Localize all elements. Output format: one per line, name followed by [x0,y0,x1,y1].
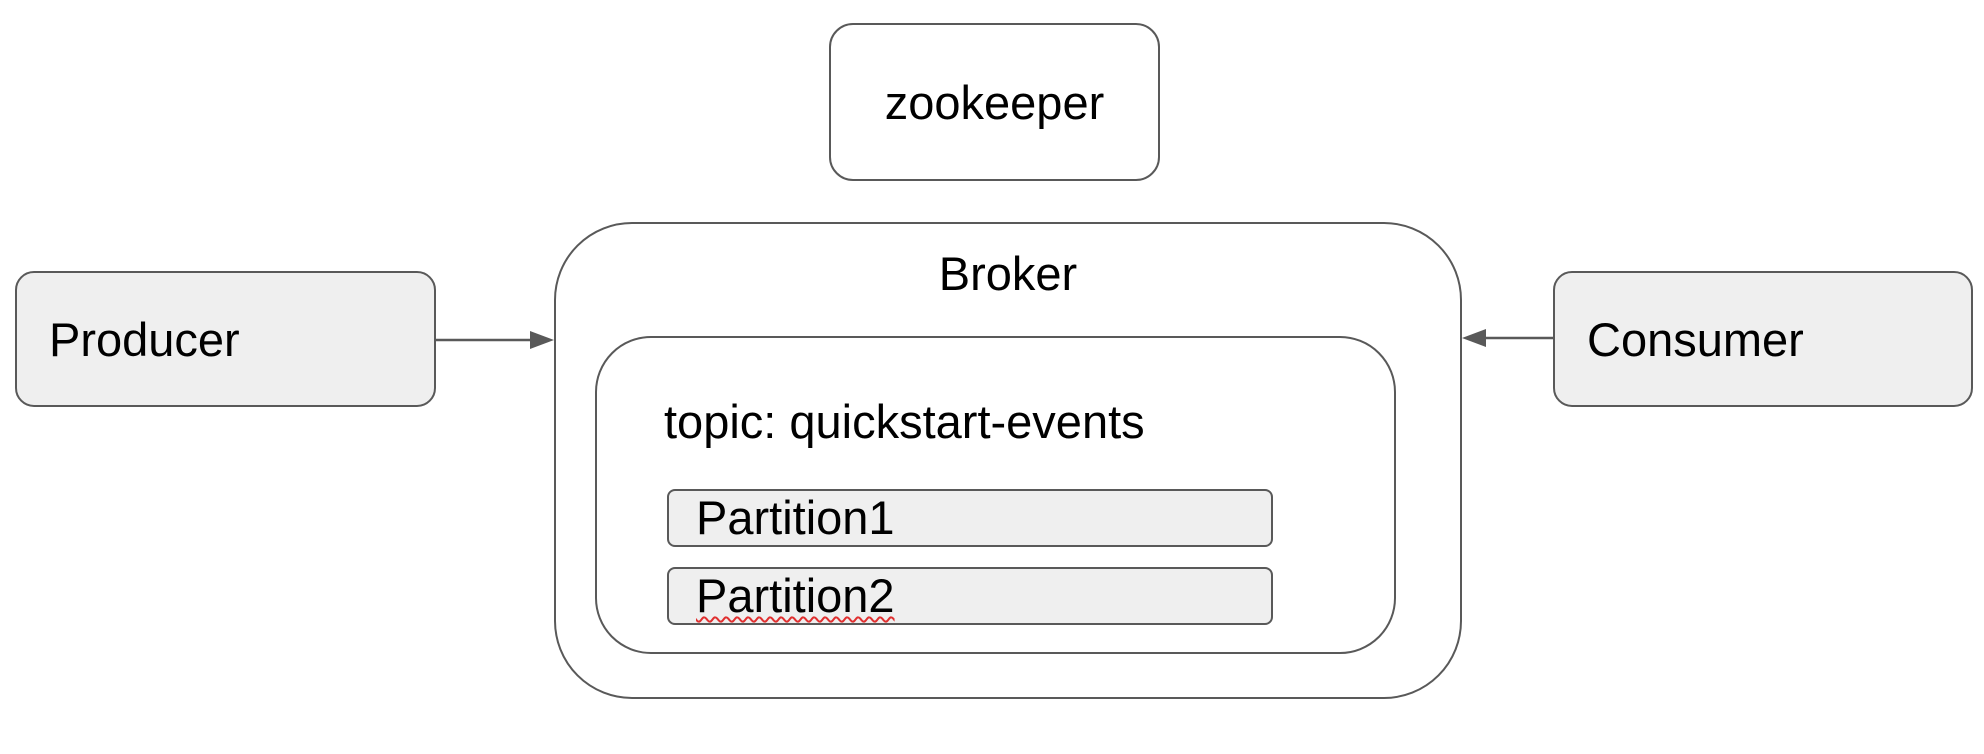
topic-container: topic: quickstart-events Partition1 Part… [595,336,1396,654]
partition-2: Partition2 [667,567,1273,625]
partition-1-label: Partition1 [696,491,895,544]
consumer-label: Consumer [1587,312,1804,366]
zookeeper-node: zookeeper [829,23,1160,181]
producer-node: Producer [15,271,436,407]
partition-2-label: Partition2 [696,569,895,622]
producer-label: Producer [49,312,240,366]
broker-node: Broker topic: quickstart-events Partitio… [554,222,1462,699]
consumer-node: Consumer [1553,271,1973,407]
consumer-to-broker-arrow [1462,329,1553,347]
topic-label: topic: quickstart-events [664,395,1145,448]
broker-label: Broker [938,247,1078,300]
partition-1: Partition1 [667,489,1273,547]
producer-to-broker-arrow [436,331,554,349]
zookeeper-label: zookeeper [884,75,1105,129]
